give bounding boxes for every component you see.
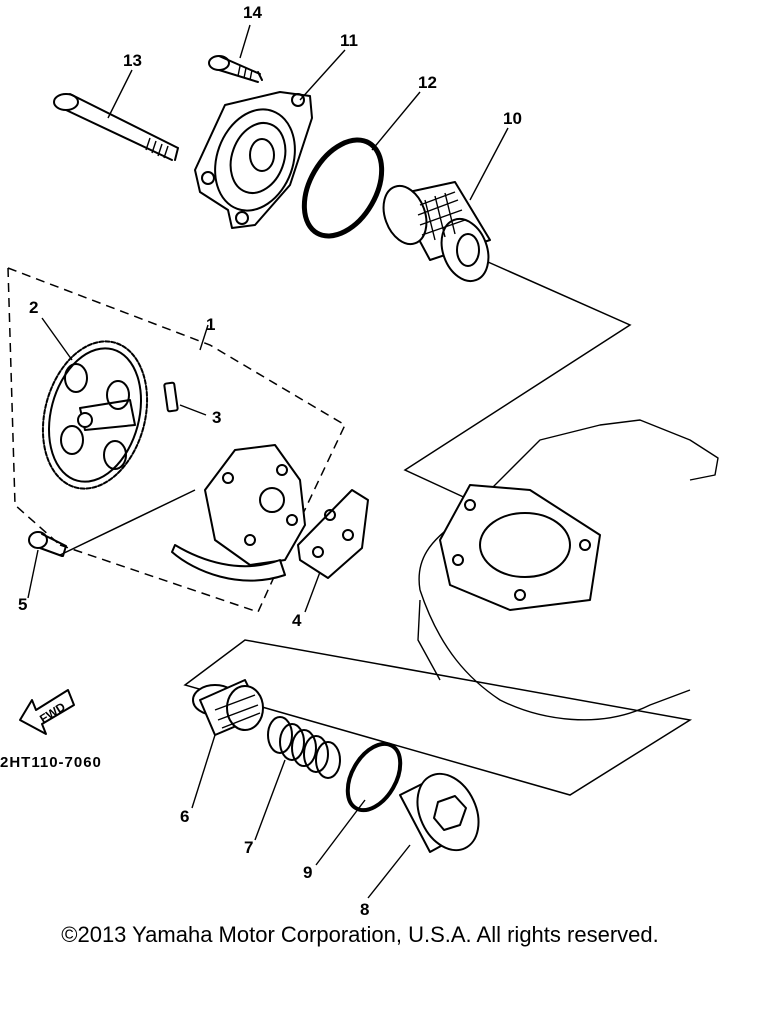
figure-code: 2HT110-7060 — [0, 754, 102, 771]
part-label-2: 2 — [29, 298, 38, 317]
long-bolt-13 — [53, 93, 179, 161]
filter-leader-line — [403, 261, 632, 501]
pin-3 — [163, 381, 179, 413]
o-ring-12 — [301, 137, 385, 239]
part-label-3: 3 — [212, 408, 221, 427]
fwd-direction-arrow: FWD — [19, 689, 75, 735]
drive-gear-2 — [41, 340, 149, 490]
part-label-11: 11 — [340, 31, 358, 50]
oil-filter-10 — [382, 181, 491, 282]
bolt-14 — [208, 55, 263, 83]
pump-body — [171, 444, 306, 582]
gasket-4 — [297, 489, 369, 579]
part-label-10: 10 — [503, 109, 522, 128]
assembly-group-outline — [7, 267, 346, 613]
pump-leader-line — [59, 489, 196, 556]
part-label-6: 6 — [180, 807, 189, 826]
spring-7 — [267, 716, 341, 779]
part-label-9: 9 — [303, 863, 312, 882]
part-label-12: 12 — [418, 73, 437, 92]
part-label-13: 13 — [123, 51, 142, 70]
pump-cover-11 — [194, 91, 313, 229]
drain-plug-8 — [399, 772, 480, 853]
part-label-4: 4 — [292, 611, 302, 630]
o-ring-9 — [345, 741, 403, 813]
part-label-1: 1 — [206, 315, 215, 334]
strainer-6 — [192, 679, 264, 736]
part-label-14: 14 — [243, 3, 262, 22]
crankcase — [417, 419, 719, 721]
strainer-group-outline — [183, 639, 693, 796]
screw-5 — [28, 531, 67, 557]
copyright-notice: ©2013 Yamaha Motor Corporation, U.S.A. A… — [61, 922, 659, 947]
part-label-7: 7 — [244, 838, 253, 857]
part-label-8: 8 — [360, 900, 369, 919]
leader-lines — [27, 24, 509, 899]
part-label-5: 5 — [18, 595, 27, 614]
